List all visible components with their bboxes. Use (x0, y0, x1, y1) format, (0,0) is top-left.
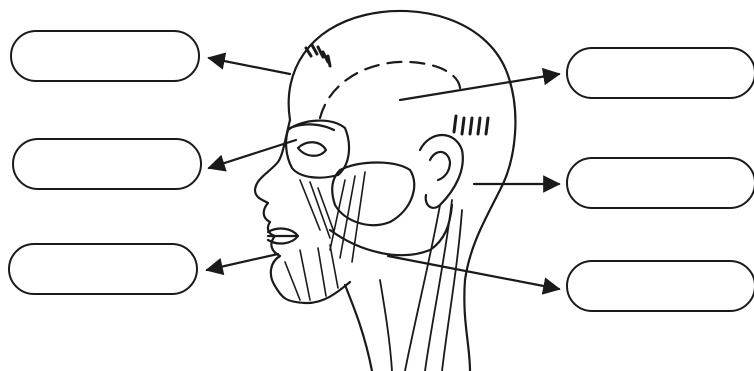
arrow-right-top (400, 74, 559, 100)
label-box-right-bottom[interactable] (566, 260, 754, 312)
eyebrow (290, 124, 334, 130)
label-box-left-middle[interactable] (12, 138, 202, 190)
neck-front (345, 285, 372, 371)
ear-inner (430, 152, 450, 180)
neck-muscle-lines (380, 200, 462, 371)
arrow-left-top (209, 58, 290, 74)
hair-marks-top (306, 45, 330, 66)
arrow-left-middle (209, 140, 296, 168)
eye (298, 142, 326, 156)
ear (420, 135, 463, 208)
hair-marks-side (454, 116, 488, 134)
temporal-dashed-curve (320, 62, 460, 118)
label-box-left-bottom[interactable] (8, 243, 198, 295)
arrow-left-bottom (207, 254, 278, 270)
cheek-muscle (332, 163, 414, 226)
label-box-right-middle[interactable] (566, 157, 754, 209)
head-outline (289, 11, 516, 371)
arrow-right-bottom (388, 256, 559, 289)
chin-muscles (285, 245, 338, 300)
label-box-left-top[interactable] (10, 30, 200, 82)
label-box-right-top[interactable] (566, 47, 754, 99)
